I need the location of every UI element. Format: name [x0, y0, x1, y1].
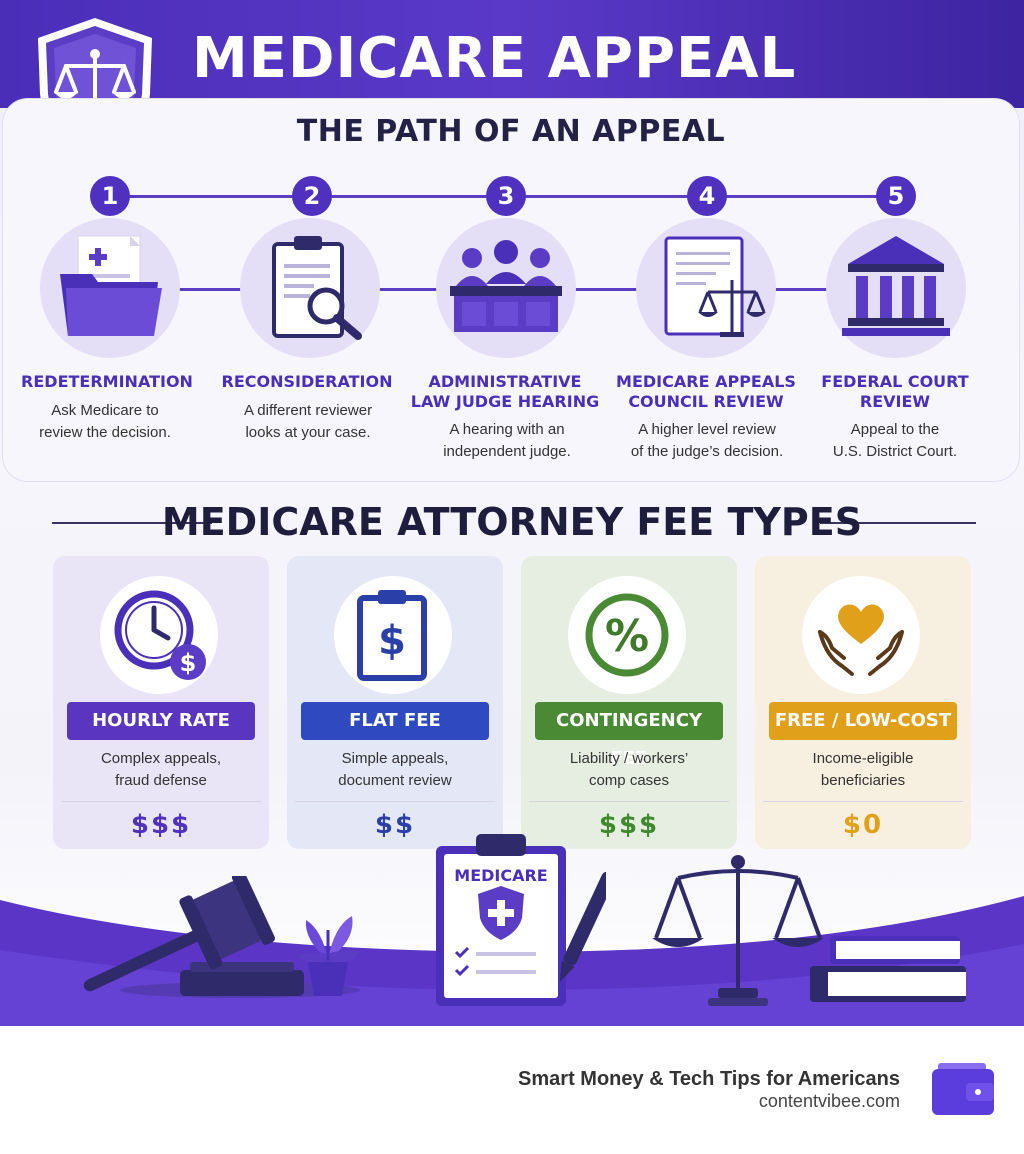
- fee-desc-contingency-line1: Liability / workers’: [569, 750, 689, 767]
- fee-desc-contingency-line2: comp cases: [588, 772, 670, 789]
- step-number-2: 2: [292, 176, 332, 216]
- step-4-desc-line1: A higher level review: [638, 421, 776, 438]
- fee-card-icon-circle: $: [334, 576, 452, 694]
- fee-desc-hourly-line2: fraud defense: [115, 772, 207, 789]
- medicare-clipboard-icon: [436, 834, 606, 1006]
- fee-card-flat: $ FLAT FEE Simple appeals, document revi…: [287, 556, 503, 849]
- step-1-badge: [40, 218, 180, 358]
- step-3-badge: [436, 218, 576, 358]
- wallet-logo-icon: [932, 1063, 994, 1115]
- fee-cost-contingency: $$$: [598, 810, 660, 840]
- step-5-title-line1: FEDERAL COURT: [821, 372, 969, 391]
- clipboard-magnifier-icon: [272, 236, 362, 340]
- step-5-desc-line1: Appeal to the: [850, 421, 940, 438]
- step-3-title-line1: ADMINISTRATIVE: [428, 372, 582, 391]
- fee-label-free: FREE / LOW-COST: [769, 702, 957, 740]
- footer-site-link[interactable]: contentvibee.com: [758, 1091, 900, 1111]
- step-5-badge: [826, 218, 966, 358]
- step-1-desc-line1: Ask Medicare to: [51, 402, 159, 419]
- hearing-panel-icon: [450, 240, 562, 332]
- header-band: [0, 0, 1024, 108]
- clipboard-label: MEDICARE: [454, 866, 548, 885]
- footer-tagline: Smart Money & Tech Tips for Americans: [518, 1068, 900, 1090]
- step-3-title-line2: LAW JUDGE HEARING: [410, 392, 600, 411]
- fee-card-contingency: % CONTINGENCY FEE Liability / workers’ c…: [521, 556, 737, 849]
- step-2-desc-line2: looks at your case.: [245, 424, 371, 441]
- step-2-title: RECONSIDERATION: [221, 372, 393, 391]
- svg-text:$: $: [180, 649, 197, 677]
- potted-plant-icon: [298, 916, 360, 996]
- fee-card-divider: [295, 801, 495, 802]
- fee-card-divider: [529, 801, 729, 802]
- scales-of-justice-icon: [652, 855, 824, 1006]
- courthouse-icon: [842, 236, 950, 336]
- fee-card-hourly: $ HOURLY RATE Complex appeals, fraud def…: [53, 556, 269, 849]
- fee-title-rule-left: [52, 522, 212, 524]
- svg-text:%: %: [605, 611, 649, 662]
- step-4-title-line1: MEDICARE APPEALS: [616, 372, 796, 391]
- svg-text:$: $: [378, 618, 406, 664]
- step-5-desc-line2: U.S. District Court.: [832, 443, 958, 460]
- fee-card-divider: [763, 801, 963, 802]
- infographic-canvas: MEDICARE APPEAL LEVELS THE PATH OF AN AP…: [0, 0, 1024, 1026]
- fee-cost-hourly: $$$: [130, 810, 192, 840]
- fee-card-free: FREE / LOW-COST Income-eligible benefici…: [755, 556, 971, 849]
- document-scales-icon: [664, 236, 766, 337]
- step-1-title: REDETERMINATION: [21, 372, 193, 391]
- fee-label-hourly: HOURLY RATE: [67, 702, 255, 740]
- fee-types-title: MEDICARE ATTORNEY FEE TYPES: [161, 500, 863, 544]
- step-number-3: 3: [486, 176, 526, 216]
- fee-label-contingency: CONTINGENCY FEE: [535, 702, 723, 769]
- clipboard-dollar-icon: $: [357, 590, 427, 681]
- gavel-icon: [83, 876, 304, 996]
- heart-hands-icon: [818, 604, 904, 676]
- step-4-badge: [636, 218, 776, 358]
- step-5-title-line2: REVIEW: [859, 392, 931, 411]
- step-2-desc-line1: A different reviewer: [243, 402, 373, 419]
- fee-card-divider: [61, 801, 261, 802]
- folder-document-icon: [60, 235, 162, 336]
- fee-cost-flat: $$: [374, 810, 416, 840]
- step-1-desc-line2: review the decision.: [39, 424, 171, 441]
- step-3-desc-line2: independent judge.: [443, 443, 571, 460]
- appeal-path-title: THE PATH OF AN APPEAL: [296, 114, 726, 149]
- fee-cost-free: $0: [842, 810, 884, 840]
- fee-label-flat: FLAT FEE: [301, 702, 489, 740]
- fee-card-icon-circle: [802, 576, 920, 694]
- fee-desc-free-line2: beneficiaries: [820, 772, 906, 789]
- clock-dollar-icon: $: [114, 590, 206, 680]
- step-4-title-line2: COUNCIL REVIEW: [628, 392, 784, 411]
- law-books-icon: [810, 936, 966, 1002]
- fee-card-icon-circle: %: [568, 576, 686, 694]
- percent-icon: %: [585, 593, 669, 677]
- fee-desc-free-line1: Income-eligible: [812, 750, 914, 767]
- fee-card-icon-circle: $: [100, 576, 218, 694]
- fee-desc-hourly-line1: Complex appeals,: [100, 750, 222, 767]
- fee-desc-flat-line2: document review: [338, 772, 452, 789]
- step-number-1: 1: [90, 176, 130, 216]
- step-number-5: 5: [876, 176, 916, 216]
- step-number-4: 4: [687, 176, 727, 216]
- step-2-badge: [240, 218, 380, 358]
- fee-desc-flat-line1: Simple appeals,: [341, 750, 449, 767]
- fee-title-rule-right: [820, 522, 976, 524]
- step-4-desc-line2: of the judge’s decision.: [630, 443, 784, 460]
- step-3-desc-line1: A hearing with an: [449, 421, 565, 438]
